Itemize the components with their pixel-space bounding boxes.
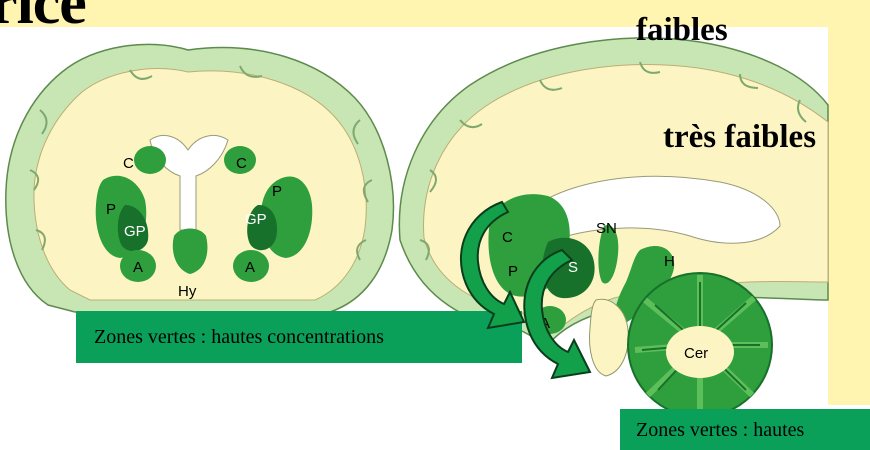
intensity-label-very-weak: très faibles xyxy=(663,119,816,156)
coronal-label-gp-right: GP xyxy=(245,211,267,228)
sagittal-label-a: A xyxy=(540,315,550,332)
coronal-caudate-left xyxy=(134,146,166,174)
intensity-label-weak: faibles xyxy=(636,12,728,49)
coronal-label-a-left: A xyxy=(133,259,143,276)
coronal-label-a-right: A xyxy=(245,259,255,276)
sagittal-label-sn: SN xyxy=(596,220,617,237)
legend-corner-box: Zones vertes : hautes xyxy=(620,409,870,450)
sagittal-label-c: C xyxy=(502,229,513,246)
sagittal-label-s: S xyxy=(568,259,578,276)
coronal-label-hy: Hy xyxy=(178,283,197,300)
coronal-label-p-left: P xyxy=(106,201,116,218)
coronal-label-p-right: P xyxy=(272,183,282,200)
legend-main-box: Zones vertes : hautes concentrations xyxy=(76,311,522,363)
legend-main-text: Zones vertes : hautes concentrations xyxy=(94,326,384,349)
coronal-label-c-right: C xyxy=(236,155,247,172)
sagittal-label-p: P xyxy=(508,263,518,280)
legend-corner-text: Zones vertes : hautes xyxy=(636,419,804,442)
coronal-brain-section: C C P P GP GP A A Hy xyxy=(6,44,394,312)
sagittal-label-cer: Cer xyxy=(684,345,708,362)
sagittal-label-h: H xyxy=(664,253,675,270)
coronal-label-c-left: C xyxy=(123,155,134,172)
coronal-label-gp-left: GP xyxy=(124,223,146,240)
